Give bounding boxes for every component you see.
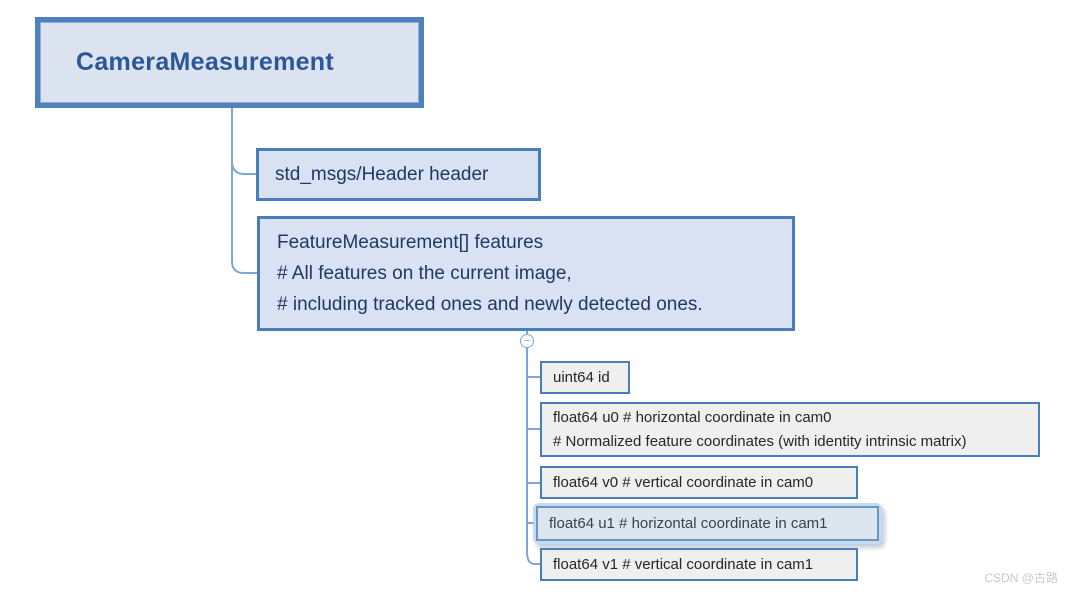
topic-uint64-id[interactable]: uint64 id [540, 361, 630, 394]
topic-float64-u1-label: float64 u1 # horizontal coordinate in ca… [549, 515, 828, 532]
minus-icon: − [523, 334, 531, 347]
topic-float64-v0-label: float64 v0 # vertical coordinate in cam0 [553, 474, 814, 491]
selected-topic-highlight: float64 u1 # horizontal coordinate in ca… [533, 503, 882, 544]
topic-uint64-id-label: uint64 id [553, 369, 610, 386]
root-topic-camerameasurement[interactable]: CameraMeasurement [35, 17, 424, 108]
topic-features[interactable]: FeatureMeasurement[] features # All feat… [257, 216, 795, 331]
topic-float64-u1[interactable]: float64 u1 # horizontal coordinate in ca… [536, 506, 879, 541]
topic-features-line-2: # All features on the current image, [277, 263, 572, 284]
topic-header-label: std_msgs/Header header [275, 163, 489, 185]
topic-float64-v1-label: float64 v1 # vertical coordinate in cam1 [553, 556, 814, 573]
branch-root-to-header [231, 160, 256, 175]
collapse-toggle[interactable]: − [520, 334, 534, 348]
topic-features-line-3: # including tracked ones and newly detec… [277, 294, 703, 315]
csdn-watermark: CSDN @古路 [984, 571, 1058, 585]
topic-float64-u0-line-2: # Normalized feature coordinates (with i… [553, 432, 967, 450]
topic-float64-u0-line-1: float64 u0 # horizontal coordinate in ca… [553, 409, 832, 426]
topic-header[interactable]: std_msgs/Header header [256, 148, 541, 201]
topic-float64-u0[interactable]: float64 u0 # horizontal coordinate in ca… [540, 402, 1040, 457]
topic-float64-v0[interactable]: float64 v0 # vertical coordinate in cam0 [540, 466, 858, 499]
root-topic-label: CameraMeasurement [76, 48, 334, 76]
trunk-root-to-features [231, 107, 257, 274]
topic-features-line-1: FeatureMeasurement[] features [277, 232, 544, 253]
trunk-toggle-to-v1 [526, 347, 540, 565]
topic-float64-v1[interactable]: float64 v1 # vertical coordinate in cam1 [540, 548, 858, 581]
